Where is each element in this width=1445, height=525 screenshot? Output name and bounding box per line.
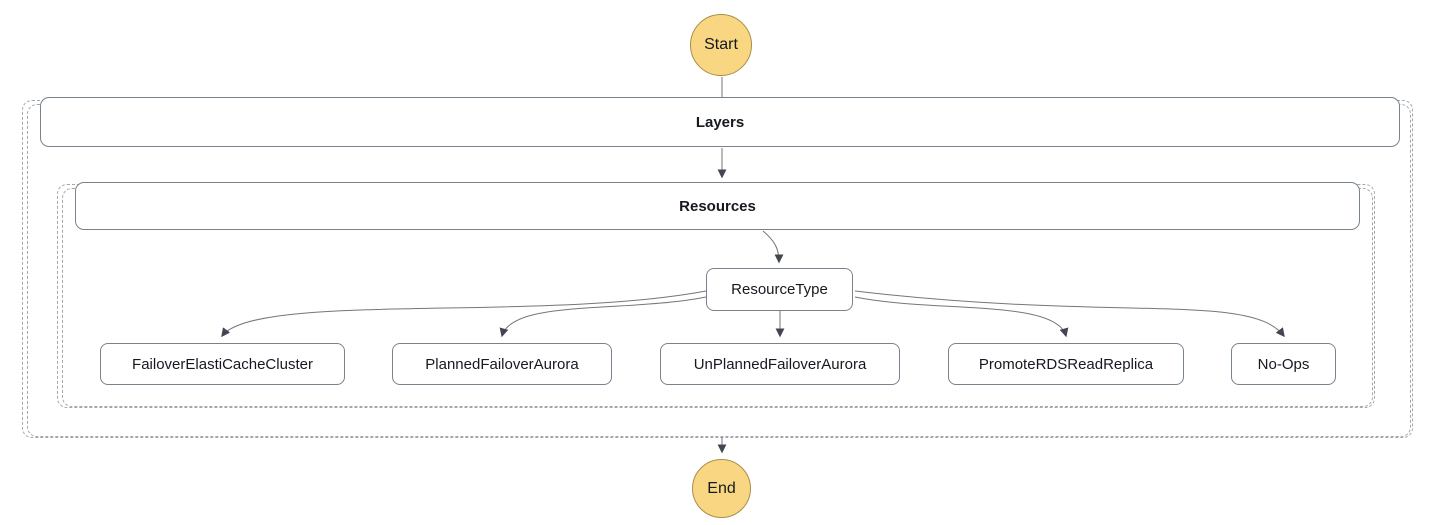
failover-elasticache-cluster-label: FailoverElastiCacheCluster bbox=[132, 355, 313, 373]
start-node-label: Start bbox=[704, 36, 738, 53]
layers-group-header[interactable]: Layers bbox=[40, 97, 1400, 147]
end-node-label: End bbox=[707, 479, 736, 497]
promote-rds-read-replica-label: PromoteRDSReadReplica bbox=[978, 355, 1154, 373]
no-ops-node[interactable]: No-Ops bbox=[1231, 343, 1336, 385]
layers-group-label: Layers bbox=[695, 113, 745, 131]
end-node[interactable]: End bbox=[692, 459, 751, 518]
no-ops-label: No-Ops bbox=[1257, 355, 1310, 373]
promote-rds-read-replica-node[interactable]: PromoteRDSReadReplica bbox=[948, 343, 1184, 385]
resource-type-node[interactable]: ResourceType bbox=[706, 268, 853, 311]
failover-elasticache-cluster-node[interactable]: FailoverElastiCacheCluster bbox=[100, 343, 345, 385]
resource-type-label: ResourceType bbox=[731, 281, 828, 298]
planned-failover-aurora-node[interactable]: PlannedFailoverAurora bbox=[392, 343, 612, 385]
resources-group-label: Resources bbox=[679, 197, 756, 215]
resources-group-header[interactable]: Resources bbox=[75, 182, 1360, 230]
planned-failover-aurora-label: PlannedFailoverAurora bbox=[425, 355, 579, 373]
unplanned-failover-aurora-label: UnPlannedFailoverAurora bbox=[693, 355, 867, 373]
unplanned-failover-aurora-node[interactable]: UnPlannedFailoverAurora bbox=[660, 343, 900, 385]
start-node[interactable]: Start bbox=[690, 14, 752, 76]
